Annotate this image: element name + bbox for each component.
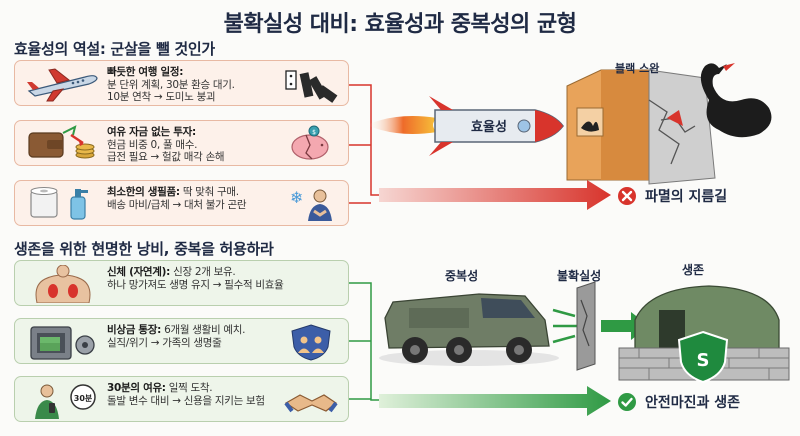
clock-label: 30분	[74, 394, 93, 403]
uncertainty-label: 불확실성	[557, 268, 601, 283]
card-thirty-minute-buffer: 30분 30분의 여유: 일찍 도착. 돌발 변수 대비 → 신용을 지키는 보…	[14, 376, 349, 422]
page-title: 불확실성 대비: 효율성과 중복성의 균형	[223, 12, 577, 37]
shield-icon	[677, 330, 729, 384]
uncertainty-wall	[576, 281, 596, 371]
black-swan-label: 블랙 스완	[615, 61, 659, 75]
wallet-icon	[28, 125, 95, 159]
black-swan-wall	[566, 69, 716, 185]
rocket-label: 효율성	[471, 119, 507, 135]
distressed-person-icon: ❄	[290, 188, 332, 221]
efficiency-heading: 효율성의 역설: 군살을 뺄 것인가	[14, 40, 215, 58]
card-no-reserve-investment: 여유 자금 없는 투자: 현금 비중 0, 풀 매수. 급전 필요 → 헐값 매…	[14, 120, 349, 166]
redundancy-diagram: 중복성 불확실성 생존 S	[349, 262, 790, 416]
card-thirty-minute-buffer-text: 30분의 여유: 일찍 도착. 돌발 변수 대비 → 신용을 지키는 보험	[107, 382, 265, 407]
card-body-kidneys-text: 신체 (자연계): 신장 2개 보유. 하나 망가져도 생명 유지 → 필수적 …	[107, 266, 284, 291]
fail-arrow	[379, 180, 611, 210]
connector-lines	[349, 84, 594, 204]
safe-arrow	[379, 386, 611, 416]
redundancy-label: 중복성	[445, 269, 478, 283]
kidneys-icon	[35, 265, 91, 303]
card-no-reserve-investment-text: 여유 자금 없는 투자: 현금 비중 0, 풀 매수. 급전 필요 → 헐값 매…	[107, 126, 225, 163]
card-emergency-fund: 비상금 통장: 6개월 생활비 예치. 실직/위기 → 가족의 생명줄	[14, 318, 349, 364]
black-swan-icon	[700, 63, 772, 138]
card-body-kidneys: 신체 (자연계): 신장 2개 보유. 하나 망가져도 생명 유지 → 필수적 …	[14, 260, 349, 306]
impact-lines	[552, 308, 577, 344]
safe-icon	[30, 326, 95, 360]
ruin-result: 파멸의 지름길	[617, 184, 787, 208]
card-emergency-fund-text: 비상금 통장: 6개월 생활비 예치. 실직/위기 → 가족의 생명줄	[107, 324, 246, 349]
rocket-flame	[369, 116, 437, 134]
svg-text:❄: ❄	[290, 188, 303, 207]
survival-label: 생존	[682, 262, 704, 277]
armored-vehicle-icon	[379, 293, 559, 366]
check-circle-icon	[618, 393, 636, 411]
survival-result: 안전마진과 생존	[617, 390, 797, 414]
rocket-icon	[429, 96, 564, 156]
card-tight-schedule-text: 빠듯한 여행 일정: 분 단위 계획, 30분 환승 대기. 10분 연착 → …	[107, 66, 235, 103]
broken-piggy-bank-icon: $	[291, 125, 329, 160]
airplane-icon	[27, 68, 98, 102]
toilet-paper-icon	[30, 187, 88, 220]
shield-letter: S	[697, 350, 710, 371]
card-tight-schedule: 빠듯한 여행 일정: 분 단위 계획, 30분 환승 대기. 10분 연착 → …	[14, 60, 349, 106]
x-circle-icon	[618, 187, 636, 205]
handshake-icon	[284, 394, 338, 413]
card-minimal-supplies: 최소한의 생필품: 딱 맞춰 구매. 배송 마비/급체 → 대처 불가 곤란 ❄	[14, 180, 349, 226]
svg-text:$: $	[312, 129, 316, 136]
card-minimal-supplies-text: 최소한의 생필품: 딱 맞춰 구매. 배송 마비/급체 → 대처 불가 곤란	[107, 186, 247, 211]
survival-result-label: 안전마진과 생존	[645, 395, 741, 411]
family-shield-icon	[291, 324, 331, 361]
efficiency-diagram: 효율성 블랙 스완	[349, 61, 772, 210]
domino-icon	[285, 70, 338, 103]
redundancy-heading: 생존을 위한 현명한 낭비, 중복을 허용하라	[14, 240, 274, 258]
person-clock-icon: 30분	[35, 384, 96, 419]
ruin-result-label: 파멸의 지름길	[645, 189, 728, 205]
